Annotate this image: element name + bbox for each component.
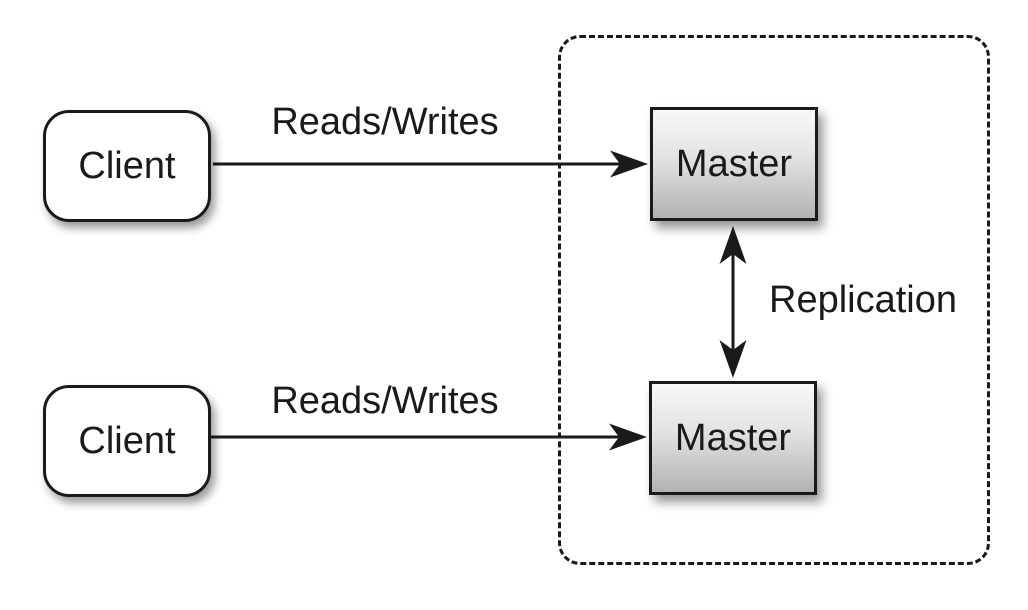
master-node-bottom: Master xyxy=(649,381,817,495)
reads-writes-label-top: Reads/Writes xyxy=(271,101,499,144)
client-node-top: Client xyxy=(43,110,211,222)
replication-group-boundary xyxy=(558,35,990,565)
client-node-bottom-label: Client xyxy=(78,420,176,462)
client-node-top-label: Client xyxy=(78,145,176,187)
master-node-bottom-label: Master xyxy=(674,417,792,459)
reads-writes-label-bottom: Reads/Writes xyxy=(271,380,499,423)
replication-label: Replication xyxy=(769,279,957,322)
client-node-bottom: Client xyxy=(43,385,211,497)
master-node-top-label: Master xyxy=(675,143,793,185)
master-node-top: Master xyxy=(650,107,818,221)
